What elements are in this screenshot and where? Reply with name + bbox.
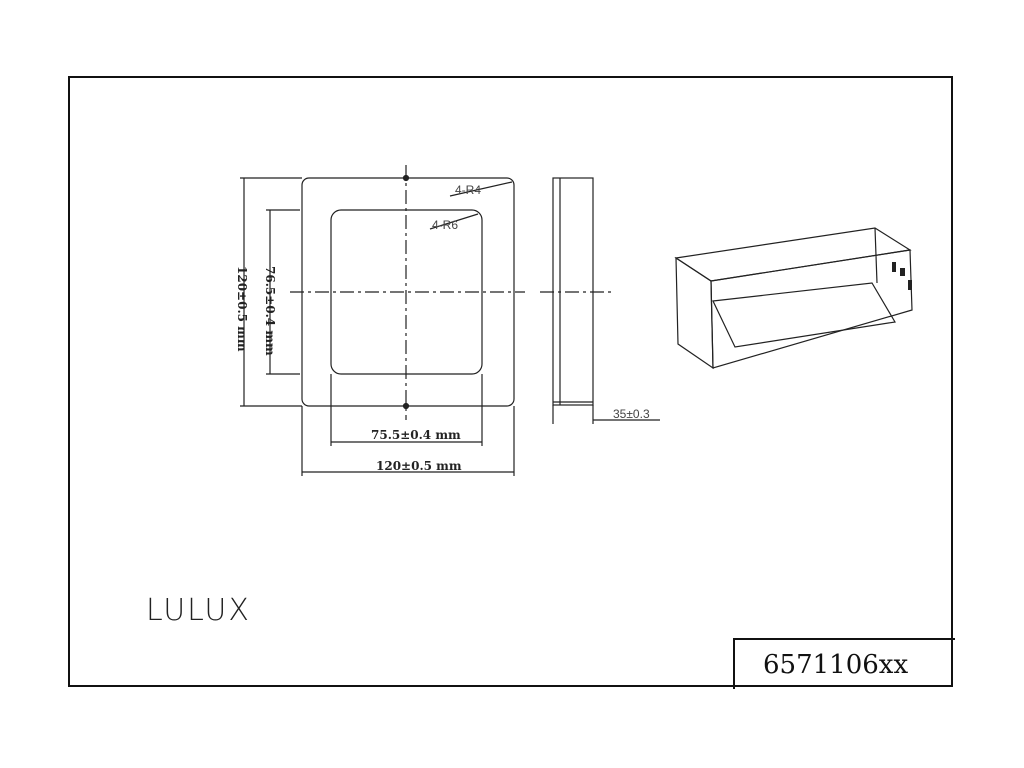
outer-radius-leader: [449, 181, 513, 197]
switch-icon-1: [892, 262, 896, 272]
product-code-box: 6571106xx: [733, 638, 955, 689]
switch-icon-2: [900, 268, 905, 276]
outer-height-label: 120±0.5 mm: [235, 266, 249, 352]
drawing-frame: [68, 76, 953, 687]
depth-label: 35±0.3: [613, 407, 650, 421]
outer-width-label: 120±0.5 mm: [376, 459, 462, 473]
top-mount-mark: [402, 174, 410, 182]
switch-icon-3: [908, 280, 912, 290]
inner-radius-leader: [429, 213, 479, 230]
outer-radius-label: 4-R4: [455, 183, 481, 197]
inner-radius-label: 4-R6: [432, 218, 458, 232]
isometric-product-view: [674, 227, 913, 370]
inner-height-label: 76.5±0.4 mm: [263, 266, 277, 356]
product-code: 6571106xx: [763, 649, 909, 680]
inner-width-label: 75.5±0.4 mm: [371, 428, 461, 442]
bottom-mount-mark: [402, 402, 410, 410]
side-view-outline: [552, 177, 594, 406]
brand-logo-text: LULUX: [146, 593, 251, 628]
